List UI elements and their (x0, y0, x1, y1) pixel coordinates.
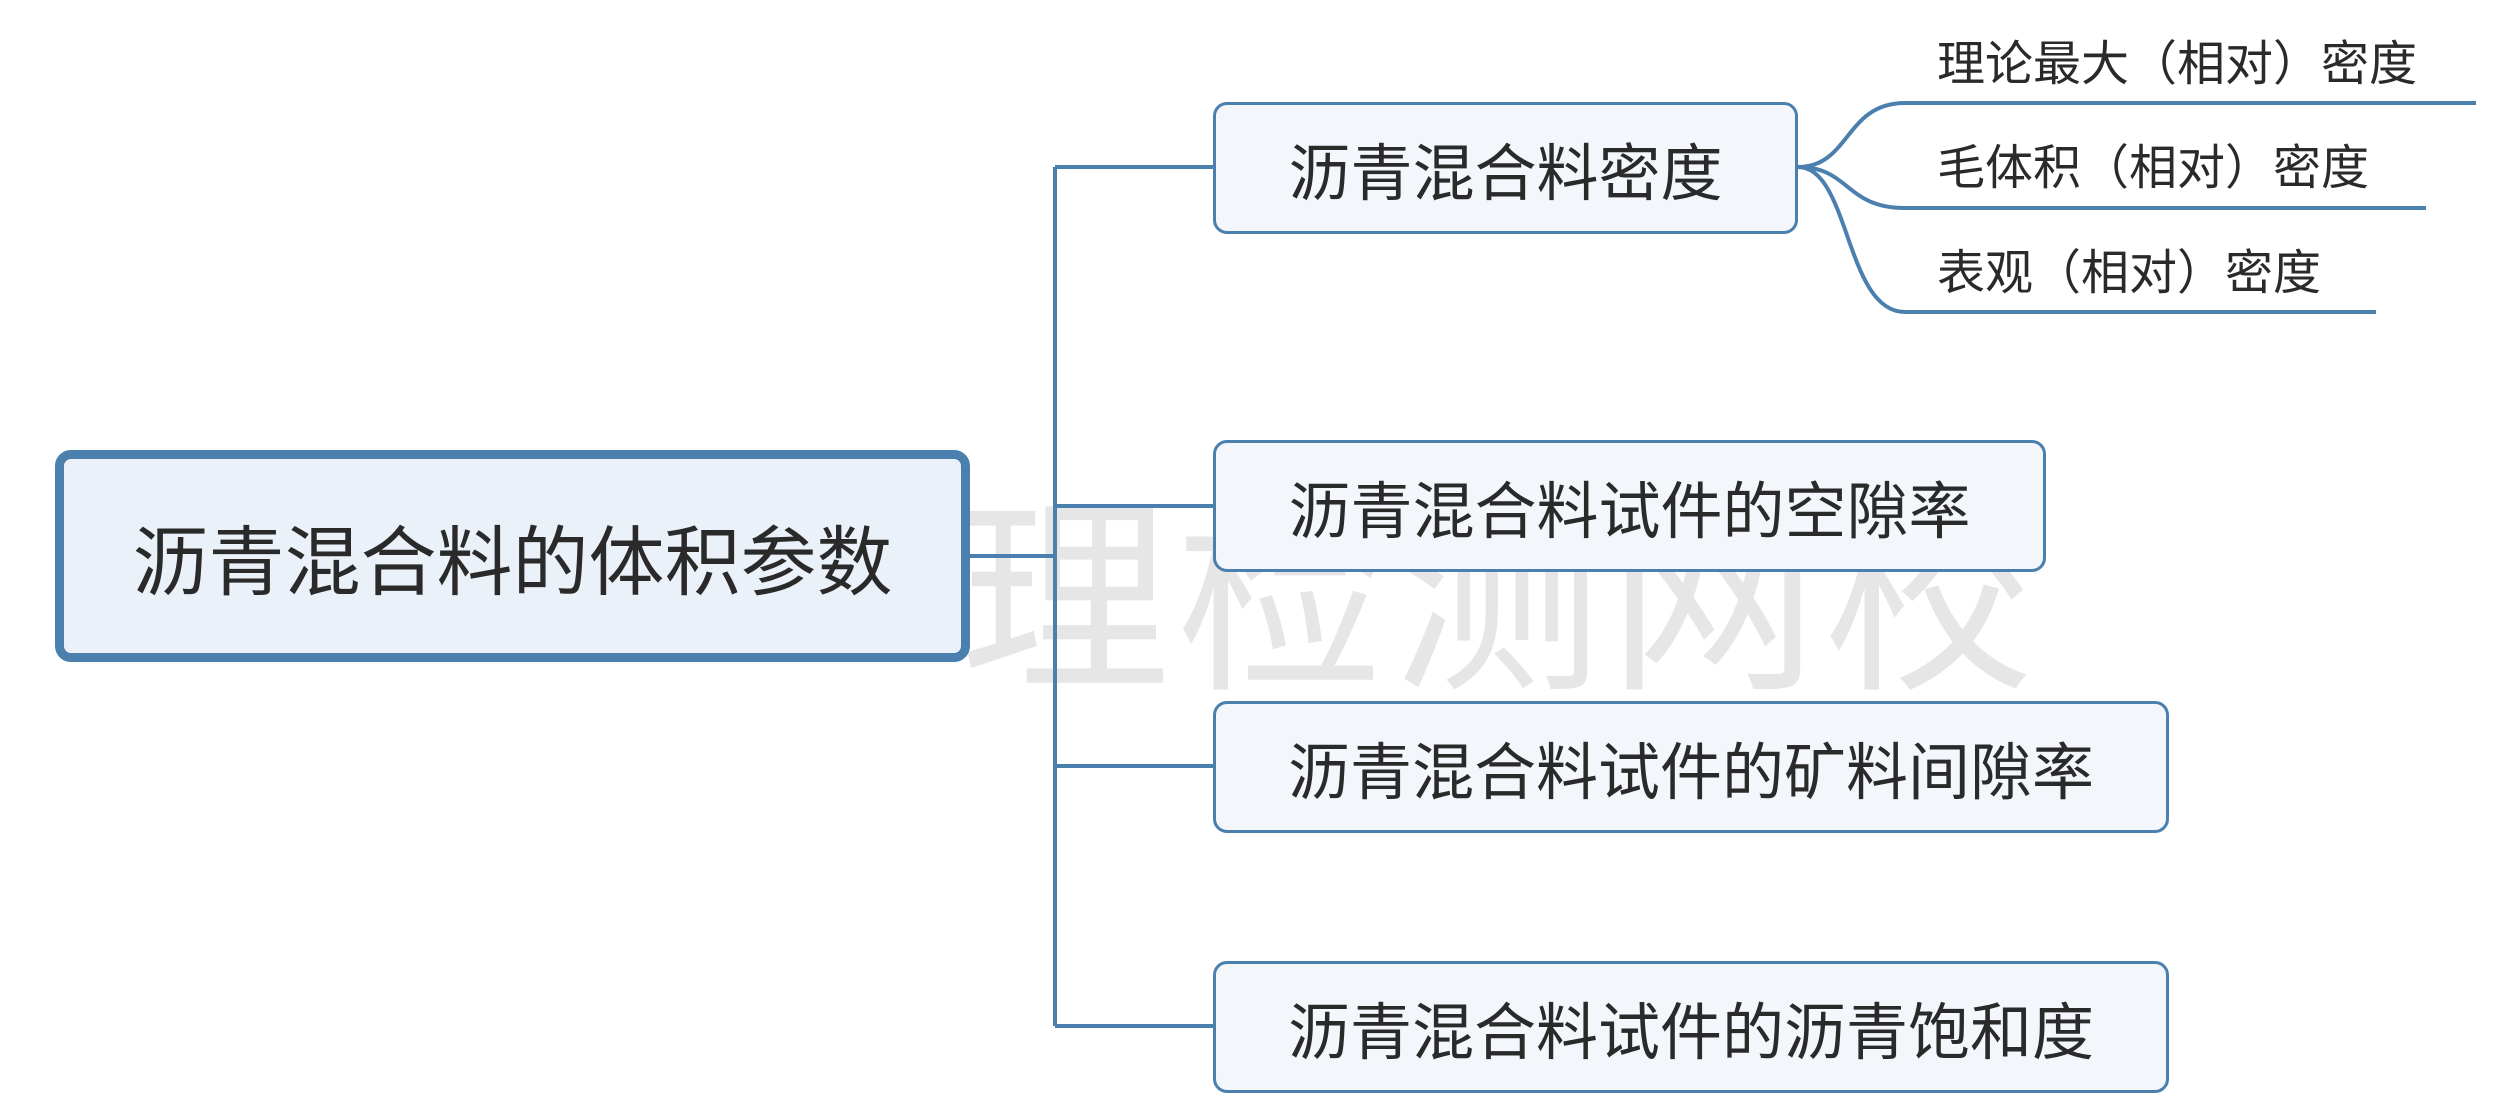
connector-leaf-3 (1797, 165, 2376, 314)
branch-node-label: 沥青混合料试件的矿料间隙率 (1287, 736, 2094, 809)
branch-node-label: 沥青混合料密度 (1288, 137, 1723, 210)
branch-node-vfa[interactable]: 沥青混合料试件的沥青饱和度 (1213, 961, 2169, 1093)
leaf-node-apparent-density[interactable]: 表观（相对）密度 (1937, 245, 2322, 301)
root-node[interactable]: 沥青混合料的体积参数 (55, 450, 970, 662)
leaf-node-theoretical-max-density[interactable]: 理论最大（相对）密度 (1937, 36, 2418, 92)
branch-node-air-voids[interactable]: 沥青混合料试件的空隙率 (1213, 440, 2046, 572)
connector-leaf-2 (1797, 165, 2426, 210)
branch-node-mix-density[interactable]: 沥青混合料密度 (1213, 102, 1798, 234)
branch-node-label: 沥青混合料试件的沥青饱和度 (1287, 996, 2094, 1069)
connector-leaf-1 (1797, 101, 2476, 169)
branch-node-label: 沥青混合料试件的空隙率 (1288, 475, 1971, 548)
branch-node-vma[interactable]: 沥青混合料试件的矿料间隙率 (1213, 701, 2169, 833)
leaf-node-bulk-density[interactable]: 毛体积（相对）密度 (1937, 140, 2370, 196)
root-node-label: 沥青混合料的体积参数 (132, 518, 893, 607)
